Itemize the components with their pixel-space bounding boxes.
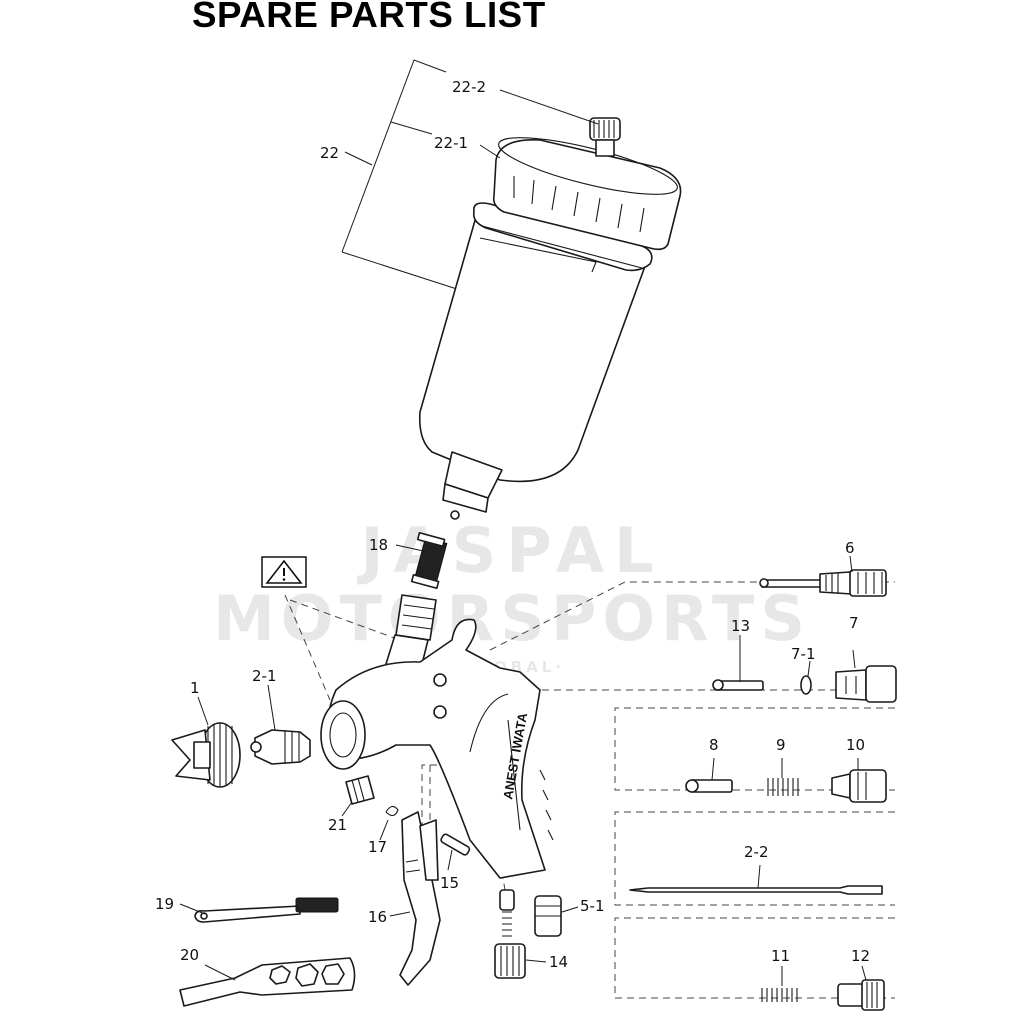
- valve-parts-upper: [712, 665, 897, 703]
- callout-label: 10: [846, 736, 865, 754]
- callout-label: 8: [709, 736, 719, 754]
- callout-label: 2-2: [744, 843, 769, 861]
- paint-cup: [418, 202, 653, 520]
- cleaning-brush: [194, 897, 339, 923]
- leader-lines: [179, 89, 867, 986]
- callout-label: 15: [440, 874, 459, 892]
- valve-parts-middle: [685, 769, 887, 803]
- callout-label: 1: [190, 679, 200, 697]
- wrench: [179, 957, 356, 1007]
- air-cap: [171, 722, 241, 788]
- callout-label: 18: [369, 536, 388, 554]
- callout-label: 11: [771, 947, 790, 965]
- trigger: [399, 811, 441, 986]
- watermark: JASPAL MOTORSPORTS ·GLOBAL·: [213, 514, 811, 676]
- callout-label: 19: [155, 895, 174, 913]
- vent-cap: [589, 117, 621, 157]
- cup-filter-tip: [450, 510, 460, 520]
- callout-label: 14: [549, 953, 568, 971]
- callout-label: 9: [776, 736, 786, 754]
- strainer: [410, 531, 448, 590]
- callout-label: 6: [845, 539, 855, 557]
- callout-label: 21: [328, 816, 347, 834]
- cup-lid: [492, 137, 682, 251]
- callout-label: 20: [180, 946, 199, 964]
- callout-label: 22-2: [452, 78, 486, 96]
- valve-parts-lower: [761, 979, 885, 1011]
- callout-label: 12: [851, 947, 870, 965]
- callout-label: 5-1: [580, 897, 605, 915]
- callout-label: 16: [368, 908, 387, 926]
- warning-triangle-icon: [261, 556, 307, 588]
- callout-label: 2-1: [252, 667, 277, 685]
- callout-label: 17: [368, 838, 387, 856]
- bracket-22: [341, 59, 461, 291]
- needle-packing-set: [759, 569, 887, 597]
- callout-label: 22: [320, 144, 339, 162]
- callout-label: 7: [849, 614, 859, 632]
- air-adjust-and-fitting: [494, 889, 562, 979]
- fluid-nozzle: [250, 729, 311, 765]
- callout-labels: 22-2 22-1 22 18 6 13 7-1 7 1 2-1 8 9 10 …: [155, 78, 870, 971]
- watermark-line-1: JASPAL: [357, 514, 664, 587]
- page-title: SPARE PARTS LIST: [192, 0, 546, 35]
- callout-label: 7-1: [791, 645, 816, 663]
- small-parts: [345, 775, 471, 856]
- watermark-line-2: MOTORSPORTS: [213, 582, 811, 655]
- callout-label: 22-1: [434, 134, 468, 152]
- callout-label: 13: [731, 617, 750, 635]
- fluid-needle: [629, 885, 883, 895]
